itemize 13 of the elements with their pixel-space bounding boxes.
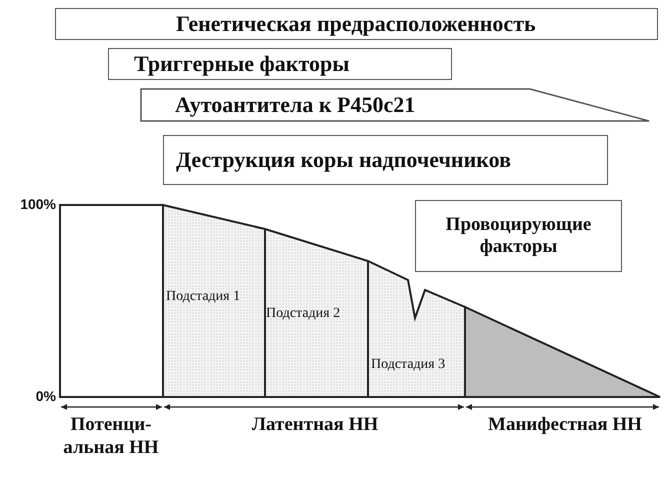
callout-box: Провоцирующие факторы	[415, 200, 622, 272]
axis-label: 100%	[19, 196, 56, 213]
stage-bar: Деструкция коры надпочечников	[163, 135, 608, 185]
stage-bar: Триггерные факторы	[108, 48, 452, 80]
stage-name: Потенци- альная НН	[62, 414, 160, 460]
axis-label: 0%	[34, 388, 56, 405]
stage-label: Подстадия 3	[371, 357, 446, 374]
stage-label: Подстадия 1	[166, 289, 240, 306]
stage-bar: Генетическая предрасположенность	[55, 8, 658, 40]
stage-bar: Аутоантитела к Р450с21	[140, 88, 650, 122]
stage-name: Латентная НН	[250, 414, 380, 437]
stage-label: Подстадия 2	[266, 306, 340, 323]
stage-name: Манифестная НН	[487, 414, 643, 437]
